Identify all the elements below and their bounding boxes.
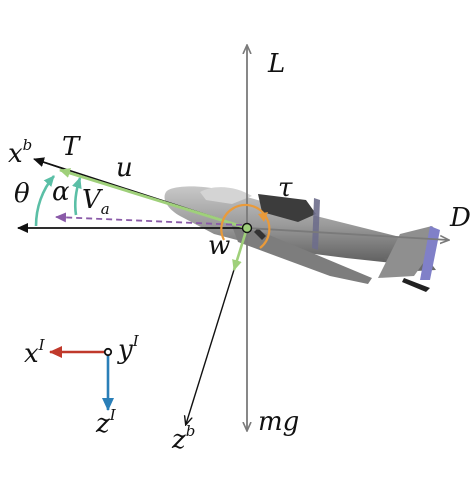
pitch-moment-arrowhead: [258, 212, 268, 222]
label-T: T: [62, 132, 81, 162]
thrust-vector: [39, 160, 65, 170]
velocity-u-vector: [59, 168, 248, 230]
label-u: u: [116, 153, 133, 183]
center-of-gravity: [241, 222, 253, 234]
label-mg: mg: [258, 407, 299, 437]
landing-strut: [254, 228, 266, 240]
drag-vector: [246, 227, 448, 240]
label-D: D: [449, 203, 471, 233]
pitch-moment-arc: [220, 203, 271, 249]
theta-arc: [34, 175, 55, 227]
label-alpha: α: [52, 177, 70, 207]
label-theta: θ: [14, 179, 30, 209]
propeller: [312, 198, 320, 250]
label-L: L: [267, 49, 285, 79]
aircraft-illustration: [164, 186, 440, 292]
label-yI: yI: [117, 332, 140, 365]
canopy: [200, 187, 252, 204]
label-xb: xb: [8, 136, 32, 169]
airspeed-vector: [55, 212, 243, 226]
label-zI: zI: [95, 406, 117, 439]
label-tau: τ: [278, 173, 293, 203]
inertial-y-axis-dot: [103, 347, 113, 357]
motor-pod: [258, 194, 316, 222]
fuselage: [164, 186, 424, 264]
velocity-w-vector: [232, 227, 249, 271]
label-xI: xI: [24, 336, 46, 369]
inertial-frame: [49, 346, 114, 411]
label-Va: Va: [82, 185, 110, 218]
label-w: w: [208, 231, 230, 261]
label-zb: zb: [171, 422, 195, 455]
tail-skid: [402, 278, 430, 292]
alpha-arc: [72, 177, 82, 216]
